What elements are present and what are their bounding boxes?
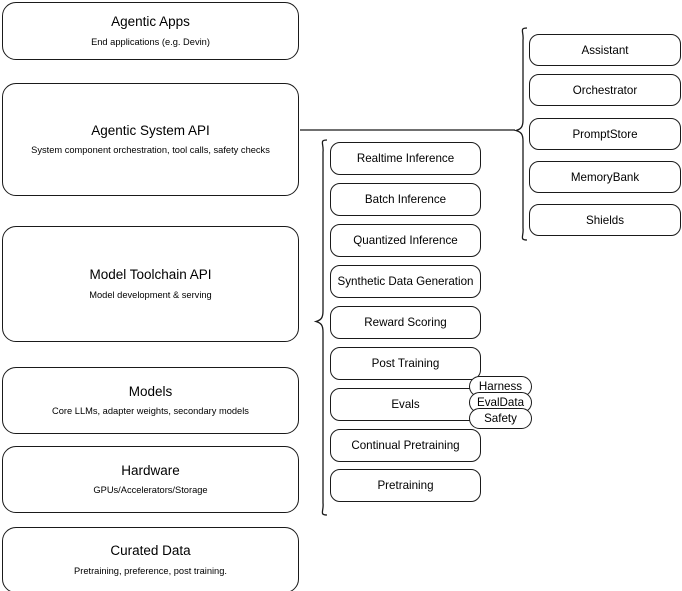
layer-title: Agentic Apps [111, 14, 190, 30]
toolchain-item-pretraining[interactable]: Pretraining [330, 469, 481, 502]
system-component-promptstore[interactable]: PromptStore [529, 118, 681, 150]
layer-title: Model Toolchain API [89, 267, 212, 283]
layer-agentic-system-api[interactable]: Agentic System API System component orch… [2, 83, 299, 196]
toolchain-item-post-training[interactable]: Post Training [330, 347, 481, 380]
eval-subcomponent-label: Harness [478, 380, 523, 393]
eval-subcomponent-safety[interactable]: Safety [469, 408, 532, 429]
eval-subcomponent-label: EvalData [476, 396, 525, 409]
toolchain-item-label: Evals [391, 398, 420, 411]
system-component-label: PromptStore [572, 127, 638, 141]
toolchain-item-batch-inference[interactable]: Batch Inference [330, 183, 481, 216]
layer-subtitle: System component orchestration, tool cal… [31, 145, 270, 156]
eval-subcomponent-evaldata[interactable]: EvalData [469, 392, 532, 413]
system-component-label: Assistant [581, 43, 629, 57]
layer-subtitle: Pretraining, preference, post training. [74, 565, 227, 576]
brace-system-components [513, 27, 528, 241]
layer-subtitle: Core LLMs, adapter weights, secondary mo… [52, 406, 249, 417]
toolchain-item-quantized-inference[interactable]: Quantized Inference [330, 224, 481, 257]
toolchain-item-label: Quantized Inference [353, 234, 458, 247]
toolchain-item-reward-scoring[interactable]: Reward Scoring [330, 306, 481, 339]
toolchain-item-continual-pretraining[interactable]: Continual Pretraining [330, 429, 481, 462]
toolchain-item-realtime-inference[interactable]: Realtime Inference [330, 142, 481, 175]
layer-agentic-apps[interactable]: Agentic Apps End applications (e.g. Devi… [2, 2, 299, 60]
system-component-shields[interactable]: Shields [529, 204, 681, 236]
system-component-orchestrator[interactable]: Orchestrator [529, 74, 681, 106]
layer-model-toolchain-api[interactable]: Model Toolchain API Model development & … [2, 226, 299, 342]
brace-toolchain-components [313, 139, 328, 516]
layer-hardware[interactable]: Hardware GPUs/Accelerators/Storage [2, 446, 299, 513]
layer-subtitle: Model development & serving [89, 289, 212, 300]
toolchain-item-label: Batch Inference [364, 193, 447, 206]
toolchain-item-evals[interactable]: Evals [330, 388, 481, 421]
system-component-label: Shields [585, 213, 625, 227]
toolchain-item-label: Realtime Inference [356, 152, 455, 165]
layer-title: Hardware [121, 462, 180, 478]
toolchain-item-label: Post Training [371, 357, 440, 370]
toolchain-item-label: Reward Scoring [364, 316, 447, 329]
system-component-assistant[interactable]: Assistant [529, 34, 681, 66]
layer-subtitle: GPUs/Accelerators/Storage [93, 485, 208, 496]
toolchain-item-synthetic-data-generation[interactable]: Synthetic Data Generation [330, 265, 481, 298]
toolchain-item-label: Pretraining [377, 479, 434, 492]
system-component-label: Orchestrator [572, 83, 638, 97]
toolchain-item-label: Continual Pretraining [351, 439, 460, 452]
layer-title: Models [128, 383, 173, 399]
layer-subtitle: End applications (e.g. Devin) [91, 36, 210, 47]
layer-title: Curated Data [110, 543, 191, 559]
system-component-memorybank[interactable]: MemoryBank [529, 161, 681, 193]
toolchain-item-label: Synthetic Data Generation [337, 275, 474, 288]
layer-title: Agentic System API [91, 122, 210, 138]
layer-models[interactable]: Models Core LLMs, adapter weights, secon… [2, 367, 299, 434]
system-component-label: MemoryBank [570, 170, 640, 184]
layer-curated-data[interactable]: Curated Data Pretraining, preference, po… [2, 527, 299, 591]
eval-subcomponent-label: Safety [484, 412, 517, 425]
